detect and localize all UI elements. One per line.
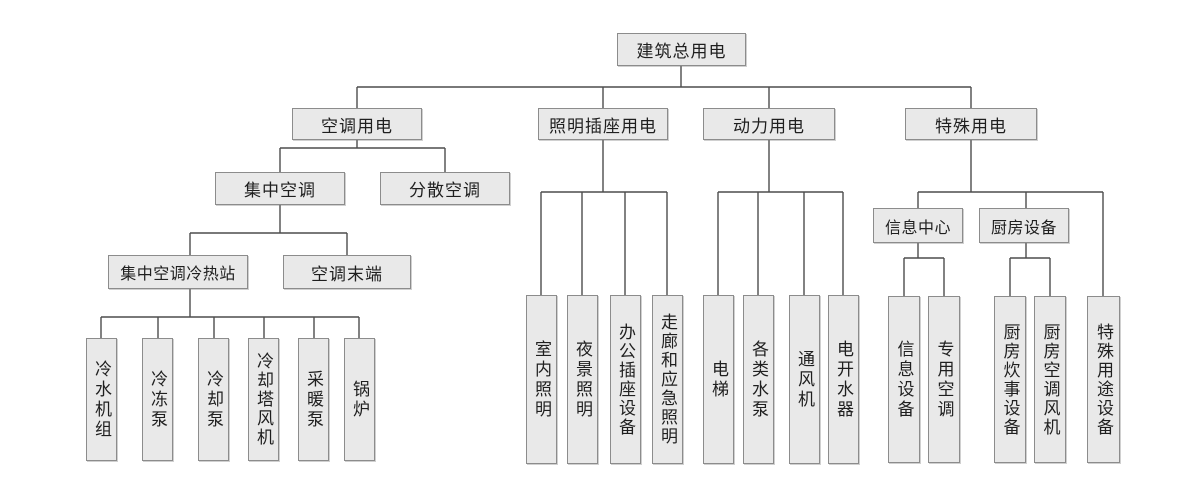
node-ventilation-fan: 通风机 — [789, 295, 820, 464]
node-indoor-lighting: 室内照明 — [526, 295, 557, 464]
node-chiller: 冷水机组 — [86, 338, 117, 461]
node-dedicated-ac: 专用空调 — [928, 296, 960, 463]
node-electric-water-heater: 电开水器 — [828, 295, 859, 464]
node-heating-pump: 采暖泵 — [298, 338, 329, 461]
node-info-equipment: 信息设备 — [888, 296, 920, 463]
node-central-ac: 集中空调 — [215, 172, 345, 205]
node-info-center: 信息中心 — [873, 208, 963, 243]
node-special-purpose-equipment: 特殊用途设备 — [1087, 296, 1120, 463]
node-central-plant: 集中空调冷热站 — [108, 255, 248, 289]
node-kitchen-ac-fan: 厨房空调风机 — [1034, 296, 1066, 463]
node-cooling-pump: 冷却泵 — [198, 338, 229, 461]
node-corridor-emergency-lighting: 走廊和应急照明 — [652, 295, 683, 464]
node-chilled-pump: 冷冻泵 — [142, 338, 173, 461]
node-ac-terminal: 空调末端 — [283, 255, 411, 289]
node-special: 特殊用电 — [905, 108, 1037, 140]
node-power: 动力用电 — [703, 108, 835, 140]
node-lighting: 照明插座用电 — [538, 108, 668, 140]
node-elevator: 电梯 — [703, 295, 734, 464]
node-nightscape-lighting: 夜景照明 — [567, 295, 598, 464]
node-boiler: 锅炉 — [344, 338, 375, 461]
node-root: 建筑总用电 — [617, 33, 746, 66]
node-water-pumps: 各类水泵 — [743, 295, 774, 464]
node-kitchen-cooking-equipment: 厨房炊事设备 — [994, 296, 1026, 463]
node-distributed-ac: 分散空调 — [380, 172, 510, 205]
node-hvac: 空调用电 — [292, 108, 422, 140]
node-office-socket-equipment: 办公插座设备 — [610, 295, 641, 464]
node-kitchen-equipment: 厨房设备 — [979, 208, 1069, 243]
node-cooling-tower-fan: 冷却塔风机 — [248, 338, 279, 461]
